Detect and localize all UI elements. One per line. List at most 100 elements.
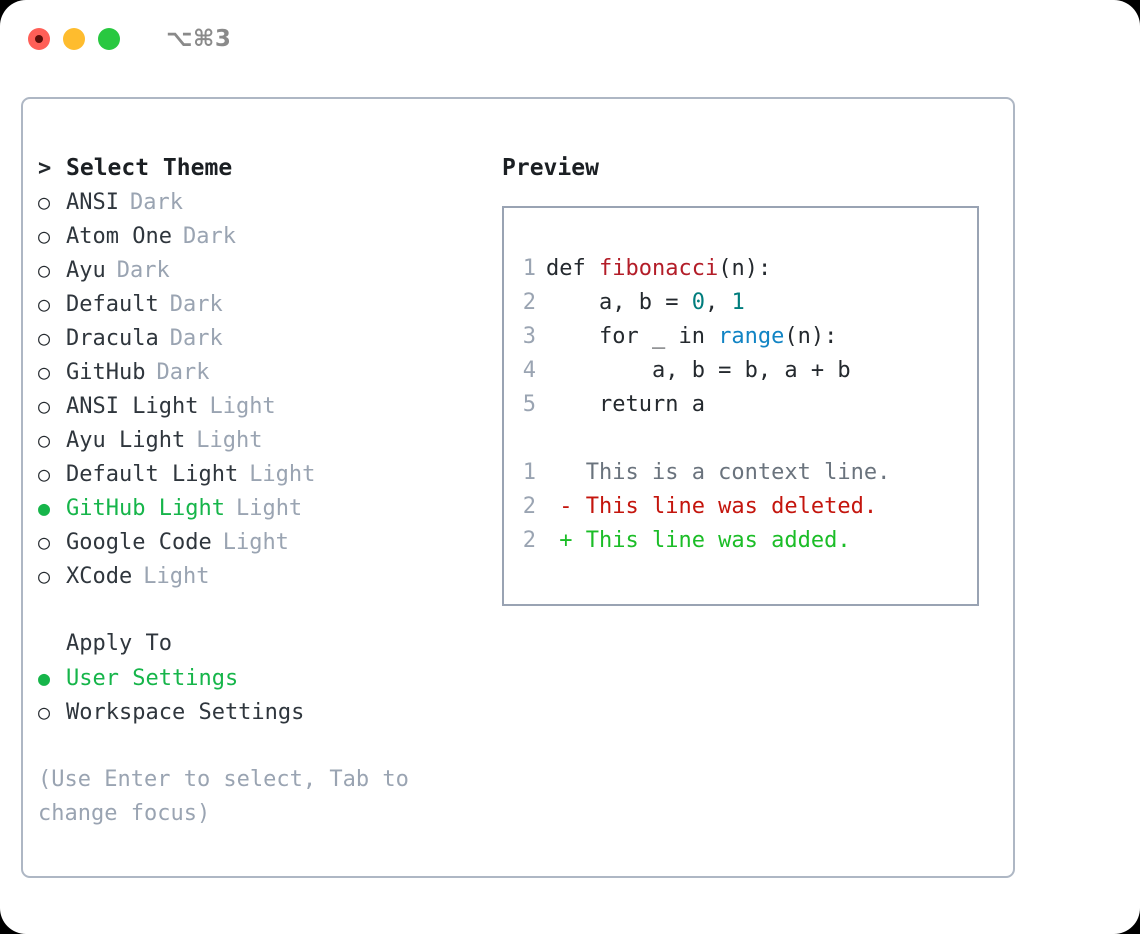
theme-option-label: GitHub Light — [66, 496, 225, 521]
code-token-plain: (n): — [784, 324, 838, 349]
line-number: 1 — [522, 460, 536, 485]
code-text: for _ in range(n): — [546, 320, 837, 354]
maximize-button[interactable] — [98, 28, 120, 50]
line-number: 2 — [522, 290, 536, 315]
theme-option-ansi[interactable]: ○ ANSI Dark — [38, 185, 488, 219]
line-number: 1 — [522, 256, 536, 281]
radio-unselected-icon: ○ — [38, 700, 51, 724]
radio-unselected-icon: ○ — [38, 428, 51, 452]
apply-to-list: ● User Settings ○ Workspace Settings — [38, 661, 488, 729]
line-number: 3 — [522, 324, 536, 349]
line-number: 2 — [522, 528, 536, 553]
radio-unselected-icon: ○ — [38, 530, 51, 554]
radio-unselected-icon: ○ — [38, 258, 51, 282]
theme-option-label: Default — [66, 292, 159, 317]
theme-option-atom-one[interactable]: ○ Atom One Dark — [38, 219, 488, 253]
radio-selected-icon: ● — [38, 666, 51, 690]
theme-option-label: ANSI — [66, 190, 119, 215]
theme-variant-badge: Dark — [156, 360, 210, 385]
radio-unselected-icon: ○ — [38, 292, 51, 316]
code-line: 3 for _ in range(n): — [504, 320, 977, 354]
page-title: Select Theme — [66, 155, 233, 181]
code-line: 1 def fibonacci(n): — [504, 252, 977, 286]
radio-selected-icon: ● — [38, 496, 51, 520]
theme-variant-badge: Dark — [182, 224, 236, 249]
spacer-icon: ○ — [38, 627, 66, 661]
caret-icon: > — [38, 156, 52, 181]
code-line: 5 return a — [504, 388, 977, 422]
code-token-num: 1 — [731, 290, 745, 315]
theme-variant-badge: Light — [209, 394, 276, 419]
code-token-plain: (n): — [718, 256, 772, 281]
code-line: 2 a, b = 0, 1 — [504, 286, 977, 320]
theme-option-github[interactable]: ○ GitHub Dark — [38, 355, 488, 389]
theme-option-label: Atom One — [66, 224, 172, 249]
apply-to-option-user-settings[interactable]: ● User Settings — [38, 661, 488, 695]
code-token-plain: a, b = — [546, 290, 692, 315]
theme-variant-badge: Dark — [169, 292, 223, 317]
close-button[interactable] — [28, 28, 50, 50]
code-token-plain: def — [546, 256, 599, 281]
apply-to-option-label: User Settings — [66, 666, 239, 691]
preview-title: Preview — [502, 155, 599, 181]
theme-option-label: XCode — [66, 564, 133, 589]
diff-text-context: This is a context line. — [546, 460, 891, 485]
code-token-num: 0 — [691, 290, 705, 315]
minimize-button[interactable] — [63, 28, 85, 50]
apply-to-option-workspace-settings[interactable]: ○ Workspace Settings — [38, 695, 488, 729]
window-controls — [28, 28, 120, 50]
code-token-builtin: range — [718, 324, 785, 349]
code-text: def fibonacci(n): — [546, 252, 771, 286]
theme-option-label: Dracula — [66, 326, 159, 351]
theme-picker-heading: > Select Theme — [38, 151, 488, 185]
code-token-plain: , — [704, 290, 732, 315]
code-token-plain: return a — [546, 392, 705, 417]
radio-unselected-icon: ○ — [38, 224, 51, 248]
code-text: return a — [546, 388, 705, 422]
code-text: a, b = 0, 1 — [546, 286, 745, 320]
line-number: 4 — [522, 358, 536, 383]
theme-option-ansi-light[interactable]: ○ ANSI Light Light — [38, 389, 488, 423]
theme-variant-badge: Dark — [169, 326, 223, 351]
keyboard-shortcut-label: ⌥⌘3 — [166, 26, 232, 52]
theme-option-github-light[interactable]: ● GitHub Light Light — [38, 491, 488, 525]
theme-variant-badge: Light — [235, 496, 303, 521]
radio-unselected-icon: ○ — [38, 190, 51, 214]
line-number: 5 — [522, 392, 536, 417]
code-token-func: fibonacci — [598, 256, 719, 281]
diff-text-add: + This line was added. — [546, 528, 851, 553]
code-token-plain: for _ in — [546, 324, 719, 349]
diff-line: 2 + This line was added. — [504, 524, 977, 558]
theme-variant-badge: Light — [222, 530, 289, 555]
radio-unselected-icon: ○ — [38, 360, 51, 384]
theme-variant-badge: Light — [143, 564, 210, 589]
spacer — [38, 593, 488, 627]
theme-variant-badge: Dark — [129, 190, 183, 215]
keyboard-hint: (Use Enter to select, Tab to change focu… — [38, 767, 409, 826]
title-bar: ⌥⌘3 — [0, 0, 1140, 78]
theme-option-label: Ayu — [66, 258, 106, 283]
theme-option-label: Default Light — [66, 462, 239, 487]
code-text: a, b = b, a + b — [546, 354, 851, 388]
theme-option-label: GitHub — [66, 360, 146, 385]
radio-unselected-icon: ○ — [38, 394, 51, 418]
apply-to-label: Apply To — [66, 631, 172, 656]
theme-option-label: ANSI Light — [66, 394, 199, 419]
code-line: 4 a, b = b, a + b — [504, 354, 977, 388]
apply-to-option-label: Workspace Settings — [66, 700, 305, 725]
line-number: 2 — [522, 494, 536, 519]
spacer — [504, 422, 977, 456]
theme-option-default[interactable]: ○ Default Dark — [38, 287, 488, 321]
